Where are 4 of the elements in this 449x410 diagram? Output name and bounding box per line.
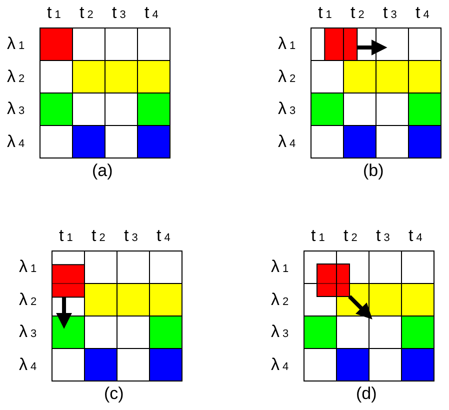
panel-caption: (b) [363, 162, 384, 180]
panel-caption: (c) [104, 385, 124, 403]
panel-caption: (a) [92, 162, 113, 180]
panel-caption: (d) [356, 385, 377, 403]
